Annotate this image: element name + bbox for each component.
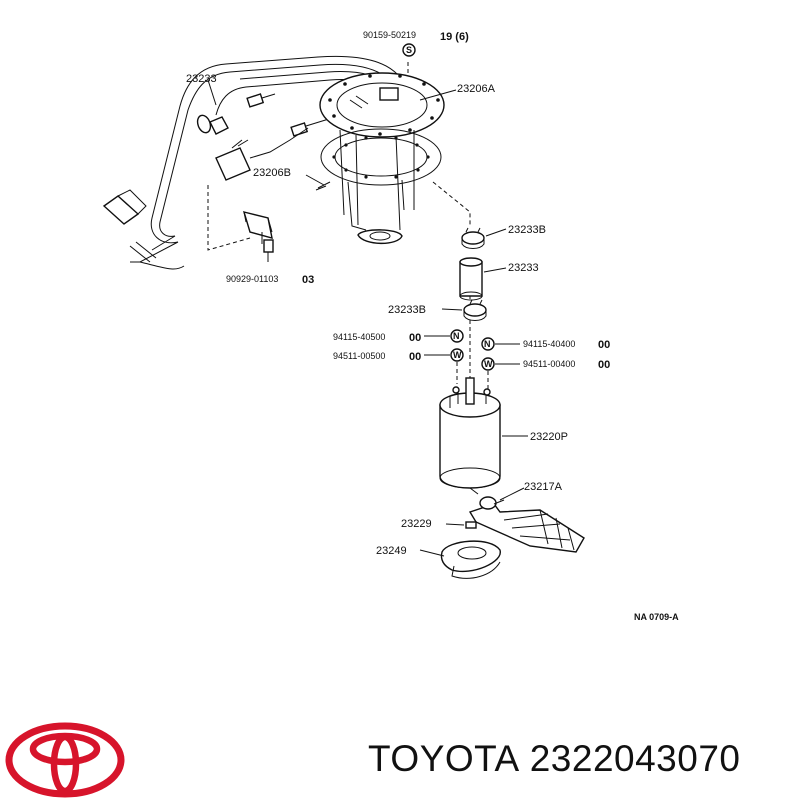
nut-94115-right: N	[481, 337, 495, 351]
washer-94511-right: W	[481, 357, 495, 371]
part-number: 2322043070	[529, 738, 741, 779]
qty-94511-00400: 00	[598, 359, 610, 371]
label-23233B-lower: 23233B	[388, 304, 426, 316]
washer-90159: S	[402, 43, 416, 57]
svg-text:N: N	[484, 339, 491, 349]
label-23206A: 23206A	[457, 83, 496, 95]
hose-clamp-lower-23233B	[463, 299, 487, 321]
toyota-logo	[5, 722, 125, 798]
label-23233-top: 23233	[186, 73, 217, 85]
clip-23229	[465, 521, 477, 529]
wire-bracket-90929	[242, 211, 274, 262]
svg-text:S: S	[406, 45, 412, 55]
qty-94115-40500: 00	[409, 332, 421, 344]
label-23220P: 23220P	[530, 431, 568, 443]
label-94115-40400: 94115-40400	[523, 339, 575, 349]
fuel-pump-23220P	[439, 377, 501, 495]
fuel-line-assembly	[102, 55, 409, 270]
label-94511-00400: 94511-00400	[523, 359, 575, 369]
washer-94511-left: W	[450, 348, 464, 362]
label-94115-40500: 94115-40500	[333, 332, 385, 342]
label-23217A: 23217A	[524, 481, 563, 493]
retainer-ring-23206B	[315, 128, 442, 245]
qty-90159: 19 (6)	[440, 31, 469, 43]
label-94511-00500: 94511-00500	[333, 351, 385, 361]
svg-text:W: W	[453, 350, 462, 360]
label-90159-50219: 90159-50219	[363, 30, 416, 40]
svg-text:N: N	[453, 331, 460, 341]
cushion-23249	[440, 540, 501, 579]
fuel-pump-bracket-23206A	[319, 72, 445, 231]
label-23249: 23249	[376, 545, 407, 557]
qty-94115-40400: 00	[598, 339, 610, 351]
label-23229: 23229	[401, 518, 432, 530]
label-90929-01103: 90929-01103	[226, 274, 278, 284]
label-23233-mid: 23233	[508, 262, 539, 274]
qty-94511-00500: 00	[409, 351, 421, 363]
diagram-reference-code: NA 0709-A	[634, 612, 679, 622]
label-23206B: 23206B	[253, 167, 291, 179]
hose-clamp-upper-23233B	[461, 227, 485, 249]
svg-text:W: W	[484, 359, 493, 369]
label-23233B-upper: 23233B	[508, 224, 546, 236]
brand-name: TOYOTA	[368, 738, 520, 779]
fuel-filter-23217A	[468, 496, 585, 553]
fuel-hose-23233	[459, 257, 483, 301]
qty-90929: 03	[302, 274, 314, 286]
leader-lines	[207, 79, 528, 557]
nut-94115-left: N	[450, 329, 464, 343]
